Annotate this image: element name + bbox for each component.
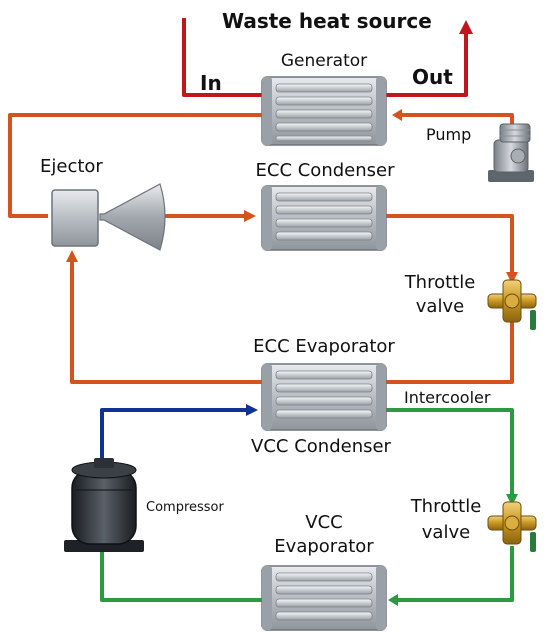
throttle-2-in-arrow (506, 494, 518, 506)
throttle-valve-1-label-line1: Throttle (404, 272, 476, 293)
ecc-condenser-to-throttle-line (386, 214, 514, 278)
vcc-low-lines (100, 408, 514, 602)
throttle-valve-1 (487, 279, 537, 330)
waste-heat-out-arrow (459, 20, 473, 34)
intercooler-label: Intercooler (404, 388, 491, 407)
vcc-condenser-to-throttle-line (386, 408, 514, 500)
generator-to-ejector-line (8, 113, 262, 218)
waste-heat-inlet-line (182, 18, 262, 97)
generator-label: Generator (281, 51, 367, 71)
vcc-evaporator-in-arrow (388, 594, 398, 606)
ejector-label: Ejector (40, 156, 103, 177)
throttle-to-vcc-evaporator-line (394, 546, 514, 602)
ejector-suction-arrow (66, 250, 78, 262)
waste-heat-lines (182, 18, 468, 97)
compressor-to-vcc-condenser-line (100, 408, 250, 460)
waste-heat-in-label: In (200, 71, 222, 95)
ejector-mixing-chamber (51, 189, 99, 247)
pump-label: Pump (426, 125, 471, 144)
vcc-evaporator (261, 565, 387, 631)
ejector (51, 183, 166, 251)
waste-heat-source-label: Waste heat source (222, 9, 432, 33)
ecc-evaporator-to-ejector-line (70, 258, 262, 384)
compressor-label: Compressor (146, 500, 225, 515)
vcc-condenser-label: VCC Condenser (251, 436, 392, 457)
pump (488, 123, 534, 182)
vcc-evaporator-to-compressor-line (100, 552, 262, 602)
ecc-condenser-in-arrow (244, 210, 256, 222)
vcc-high-lines (100, 408, 250, 460)
throttle-to-ecc-evaporator-line (386, 322, 514, 384)
vcc-evaporator-label-line1: VCC (305, 512, 342, 533)
ecc-evaporator-intercooler (261, 363, 387, 431)
throttle-valve-2-label-line1: Throttle (410, 496, 482, 517)
ecc-condenser (261, 185, 387, 251)
vcc-condenser-in-arrow (246, 404, 258, 416)
throttle-valve-2-label-line2: valve (422, 522, 470, 543)
ejector-diffuser (99, 183, 166, 251)
throttle-1-in-arrow (506, 272, 518, 284)
throttle-valve-1-label-line2: valve (416, 296, 464, 317)
ecc-condenser-label: ECC Condenser (256, 160, 396, 181)
generator-in-arrow (392, 109, 402, 121)
waste-heat-outlet-line (386, 30, 468, 97)
waste-heat-out-label: Out (412, 65, 453, 89)
ecc-evaporator-label: ECC Evaporator (253, 336, 395, 357)
compressor (64, 458, 144, 552)
generator (261, 76, 387, 146)
vcc-evaporator-label-line2: Evaporator (274, 536, 374, 557)
throttle-valve-2 (487, 501, 537, 552)
